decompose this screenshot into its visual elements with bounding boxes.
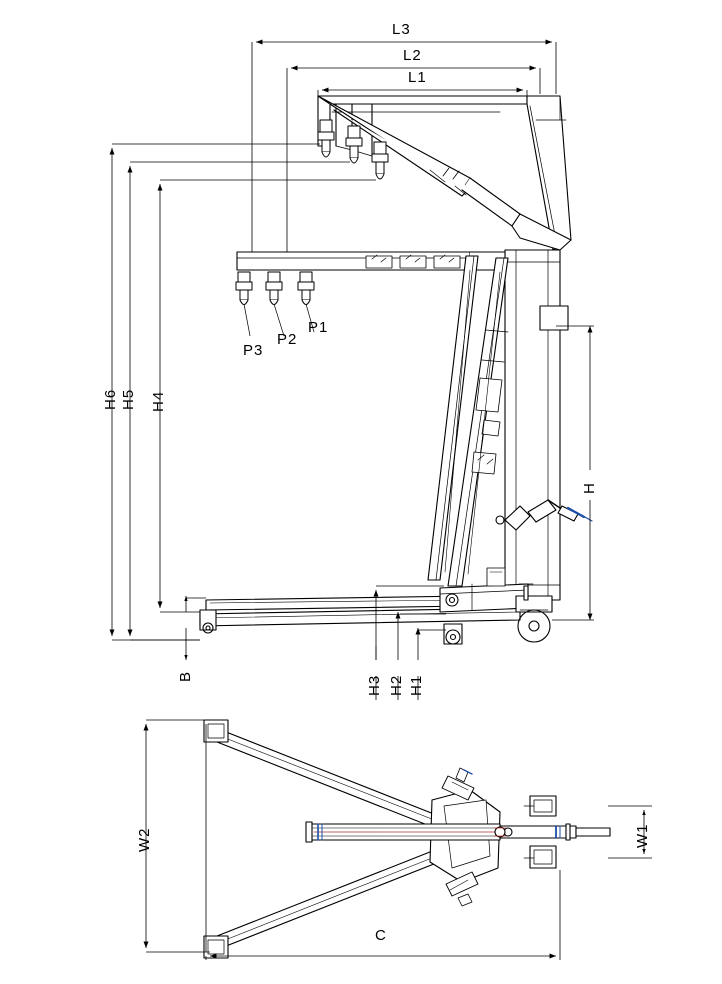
dimension-lines-plan: [143, 719, 652, 960]
dimension-label-W2: W2: [136, 827, 153, 853]
dimension-label-L3: L3: [392, 21, 411, 38]
dimension-label-B: B: [177, 670, 194, 682]
dimension-label-W1: W1: [634, 823, 651, 849]
dimension-label-P2: P2: [277, 331, 298, 348]
side-view-geometry: [199, 95, 593, 645]
dimension-label-P1: P1: [308, 319, 329, 336]
dimension-lines-side: [109, 39, 594, 700]
plan-view-geometry: [203, 719, 611, 959]
dimension-label-H4: H4: [150, 390, 167, 412]
dimension-label-C: C: [375, 927, 387, 944]
dimension-label-L2: L2: [403, 47, 422, 64]
dimension-label-H1: H1: [408, 674, 425, 696]
dimension-label-H: H: [581, 482, 598, 494]
dimension-label-L1: L1: [408, 69, 427, 86]
dimension-label-H6: H6: [102, 388, 119, 410]
dimension-label-H3: H3: [366, 674, 383, 696]
dimension-label-H2: H2: [388, 674, 405, 696]
dimension-label-P3: P3: [243, 342, 264, 359]
dimension-label-H5: H5: [120, 388, 137, 410]
